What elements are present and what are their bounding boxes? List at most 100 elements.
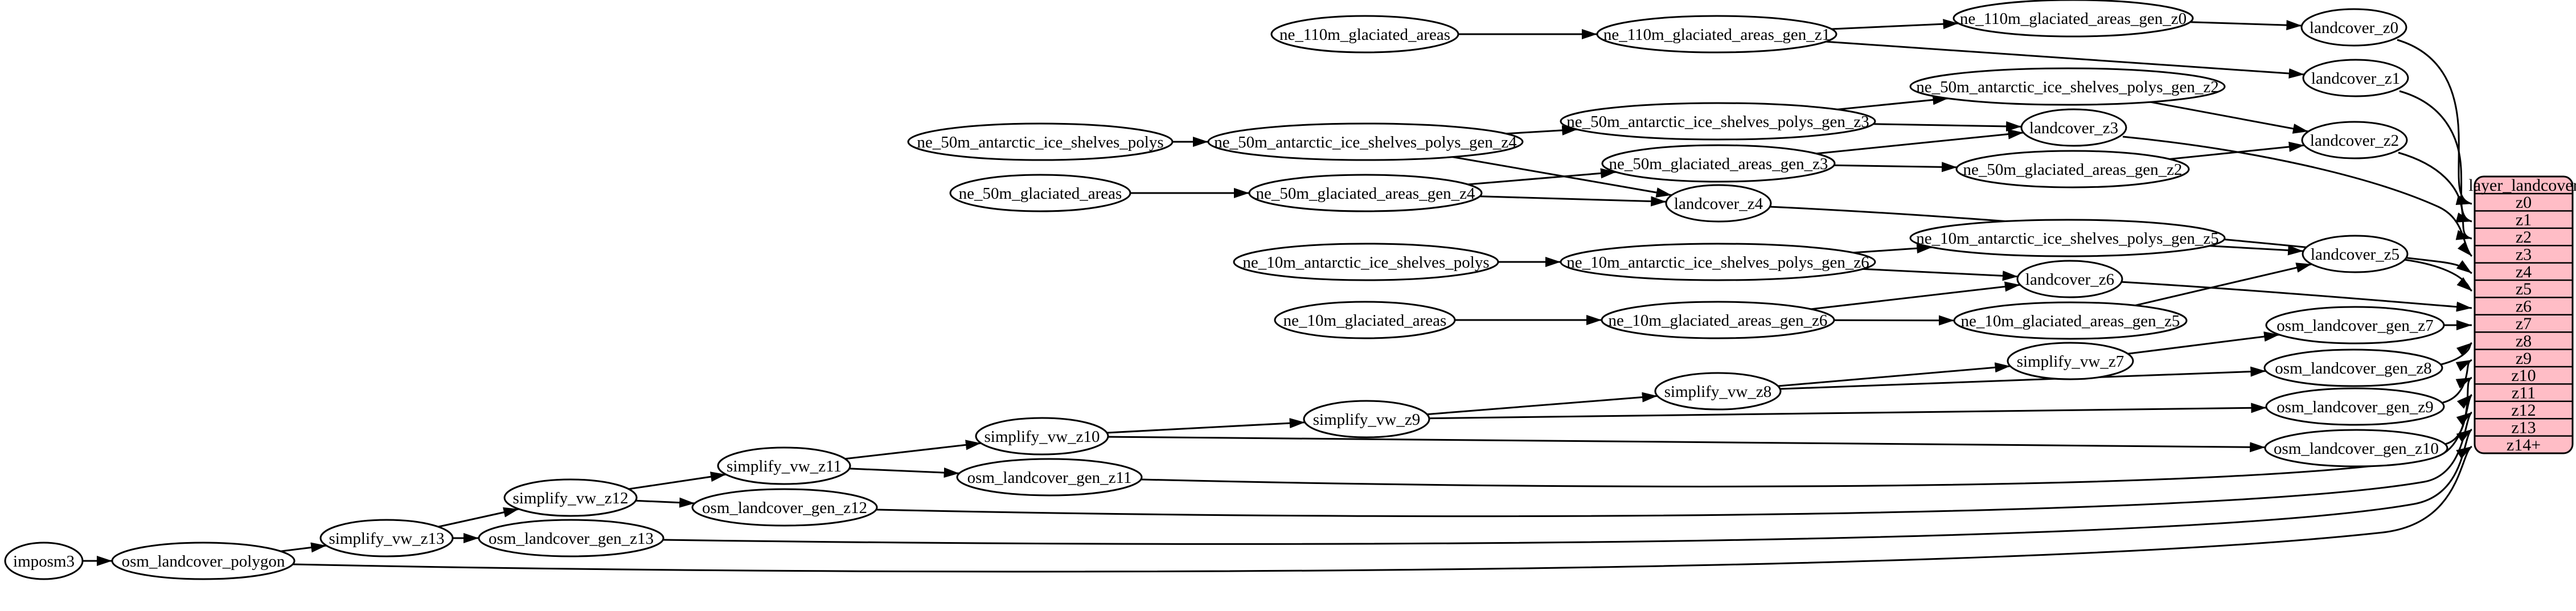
node-ne_50m_antarctic_ice_shelves_polys-shape [907,122,1174,161]
node-landcover_z0-shape [2300,8,2407,47]
edge-ne_50m_antarctic_ice_shelves_polys_gen_z2-to-landcover_z2 [2150,101,2309,134]
layer-landcover-table-title: layer_landcover [2468,176,2576,195]
node-ne_10m_glaciated_areas: ne_10m_glaciated_areas [1274,301,1456,339]
edge-ne_10m_antarctic_ice_shelves_polys_gen_z5-to-landcover_z5 [2209,245,2304,256]
node-landcover_z0-label: landcover_z0 [2310,19,2398,37]
table-row-z9: z9 [2516,349,2532,368]
node-landcover_z0: landcover_z0 [2300,8,2407,47]
node-osm_landcover_gen_z7: osm_landcover_gen_z7 [2265,306,2445,345]
edge-landcover_z3-to-z3 [2122,136,2473,257]
node-osm_landcover_polygon-shape [111,542,296,580]
node-osm_landcover_gen_z12-label: osm_landcover_gen_z12 [702,499,867,517]
edge-osm_landcover_polygon-to-simplify_vw_z13 [280,542,327,553]
edge-ne_110m_glaciated_areas_gen_z1-to-ne_110m_glaciated_areas_gen_z0 [1831,19,1959,30]
node-osm_landcover_gen_z7-label: osm_landcover_gen_z7 [2276,317,2433,335]
node-ne_50m_glaciated_areas_gen_z2-shape [1955,150,2190,188]
node-simplify_vw_z11-shape [717,446,851,485]
edge-ne_110m_glaciated_areas_gen_z0-to-landcover_z0 [2190,20,2302,31]
edge-ne_110m_glaciated_areas_gen_z1-to-landcover_z1 [1826,40,2304,79]
node-ne_10m_glaciated_areas_gen_z5-label: ne_10m_glaciated_areas_gen_z5 [1961,312,2180,330]
table-row-z3: z3 [2516,245,2532,264]
node-ne_10m_antarctic_ice_shelves_polys_gen_z5-shape [1909,219,2226,257]
node-ne_50m_glaciated_areas: ne_50m_glaciated_areas [949,174,1131,212]
node-ne_50m_glaciated_areas-label: ne_50m_glaciated_areas [959,184,1122,203]
table-row-z11: z11 [2512,384,2536,403]
edge-simplify_vw_z12-to-osm_landcover_gen_z12 [635,497,695,508]
node-simplify_vw_z7-label: simplify_vw_z7 [2017,352,2124,371]
node-ne_10m_antarctic_ice_shelves_polys: ne_10m_antarctic_ice_shelves_polys [1233,243,1499,281]
node-ne_50m_glaciated_areas_gen_z2-label: ne_50m_glaciated_areas_gen_z2 [1963,161,2183,179]
edge-landcover_z4-to-z4 [1769,206,2472,274]
edge-osm_landcover_gen_z11-to-z11 [1141,393,2473,487]
edge-ne_50m_glaciated_areas_gen_z3-to-ne_50m_glaciated_areas_gen_z2 [1833,162,1958,173]
node-ne_10m_antarctic_ice_shelves_polys-shape [1233,243,1499,281]
edge-osm_landcover_gen_z13-to-z13 [662,428,2473,545]
node-ne_10m_glaciated_areas_gen_z6-label: ne_10m_glaciated_areas_gen_z6 [1609,311,1828,330]
node-ne_110m_glaciated_areas_gen_z1-label: ne_110m_glaciated_areas_gen_z1 [1603,26,1830,44]
node-ne_50m_glaciated_areas_gen_z3-shape [1601,144,1836,183]
edge-simplify_vw_z12-to-simplify_vw_z11 [628,471,727,490]
table-row-z0: z0 [2516,193,2532,212]
node-simplify_vw_z10-shape [975,417,1109,456]
node-osm_landcover_gen_z13-shape [478,519,664,557]
edge-simplify_vw_z13-to-simplify_vw_z12 [438,507,519,528]
node-ne_110m_glaciated_areas_gen_z0-shape [1952,0,2194,38]
node-landcover_z2-label: landcover_z2 [2310,132,2399,150]
node-ne_110m_glaciated_areas_gen_z1-shape [1596,15,1837,54]
edge-ne_10m_antarctic_ice_shelves_polys_gen_z6-to-landcover_z6 [1863,268,2018,281]
node-osm_landcover_gen_z8-label: osm_landcover_gen_z8 [2275,359,2431,378]
node-ne_50m_antarctic_ice_shelves_polys_gen_z3-label: ne_50m_antarctic_ice_shelves_polys_gen_z… [1566,113,1869,131]
edge-ne_10m_antarctic_ice_shelves_polys_gen_z6-to-ne_10m_antarctic_ice_shelves_polys_gen_z5 [1853,243,1933,254]
node-ne_10m_glaciated_areas_gen_z6: ne_10m_glaciated_areas_gen_z6 [1601,301,1835,339]
node-osm_landcover_gen_z13-label: osm_landcover_gen_z13 [489,530,654,548]
node-ne_10m_antarctic_ice_shelves_polys_gen_z5: ne_10m_antarctic_ice_shelves_polys_gen_z… [1909,219,2226,257]
edge-osm_landcover_gen_z10-to-z10 [2444,376,2472,445]
node-simplify_vw_z7: simplify_vw_z7 [2007,342,2134,380]
node-simplify_vw_z9-shape [1303,400,1430,438]
edge-osm_landcover_gen_z9-to-z9 [2442,359,2472,404]
table-row-z8: z8 [2516,331,2532,350]
node-osm_landcover_gen_z9-shape [2265,387,2445,426]
node-ne_110m_glaciated_areas_gen_z0-label: ne_110m_glaciated_areas_gen_z0 [1960,10,2187,28]
node-osm_landcover_gen_z12-shape [691,488,878,527]
node-simplify_vw_z12: simplify_vw_z12 [503,478,638,517]
layer-landcover-table: layer_landcoverz0z1z2z3z4z5z6z7z8z9z10z1… [2468,175,2576,454]
node-landcover_z1: landcover_z1 [2302,59,2409,97]
node-ne_10m_glaciated_areas-label: ne_10m_glaciated_areas [1283,311,1447,330]
table-row-z7: z7 [2516,314,2532,333]
node-ne_50m_antarctic_ice_shelves_polys_gen_z3: ne_50m_antarctic_ice_shelves_polys_gen_z… [1560,102,1876,141]
table-row-z4: z4 [2516,263,2532,281]
node-ne_110m_glaciated_areas_gen_z1: ne_110m_glaciated_areas_gen_z1 [1596,15,1837,54]
node-ne_50m_glaciated_areas-shape [949,174,1131,212]
edge-ne_50m_antarctic_ice_shelves_polys_gen_z4-to-ne_50m_antarctic_ice_shelves_polys_gen_z3 [1506,125,1578,136]
node-ne_10m_antarctic_ice_shelves_polys_gen_z5-label: ne_10m_antarctic_ice_shelves_polys_gen_z… [1916,229,2219,248]
node-ne_50m_antarctic_ice_shelves_polys_gen_z2: ne_50m_antarctic_ice_shelves_polys_gen_z… [1909,67,2226,106]
node-imposm3: imposm3 [4,542,84,580]
node-landcover_z3-label: landcover_z3 [2029,119,2118,137]
node-simplify_vw_z8-shape [1654,372,1782,411]
edge-landcover_z6-to-z6 [2120,281,2472,312]
node-osm_landcover_gen_z8: osm_landcover_gen_z8 [2263,348,2443,387]
node-osm_landcover_gen_z8-shape [2263,348,2443,387]
edge-simplify_vw_z11-to-osm_landcover_gen_z11 [849,468,959,478]
edge-simplify_vw_z10-to-osm_landcover_gen_z10 [1107,436,2266,453]
node-osm_landcover_gen_z12: osm_landcover_gen_z12 [691,488,878,527]
node-simplify_vw_z8-label: simplify_vw_z8 [1664,383,1772,401]
table-row-z1: z1 [2516,211,2532,229]
edge-osm_landcover_gen_z12-to-z12 [876,411,2473,518]
node-ne_50m_antarctic_ice_shelves_polys_gen_z4: ne_50m_antarctic_ice_shelves_polys_gen_z… [1207,122,1524,161]
node-ne_110m_glaciated_areas-label: ne_110m_glaciated_areas [1279,26,1450,44]
node-landcover_z2-shape [2301,121,2408,159]
node-ne_50m_antarctic_ice_shelves_polys-label: ne_50m_antarctic_ice_shelves_polys [917,133,1163,151]
edge-osm_landcover_gen_z8-to-z8 [2440,342,2472,366]
node-ne_50m_antarctic_ice_shelves_polys_gen_z4-label: ne_50m_antarctic_ice_shelves_polys_gen_z… [1214,133,1517,151]
edge-simplify_vw_z9-to-osm_landcover_gen_z9 [1429,403,2267,420]
node-ne_50m_glaciated_areas_gen_z3-label: ne_50m_glaciated_areas_gen_z3 [1609,155,1828,173]
node-simplify_vw_z12-shape [503,478,638,517]
node-landcover_z3: landcover_z3 [2020,108,2127,147]
node-ne_110m_glaciated_areas-shape [1270,15,1459,54]
table-row-z14+: z14+ [2507,436,2541,454]
